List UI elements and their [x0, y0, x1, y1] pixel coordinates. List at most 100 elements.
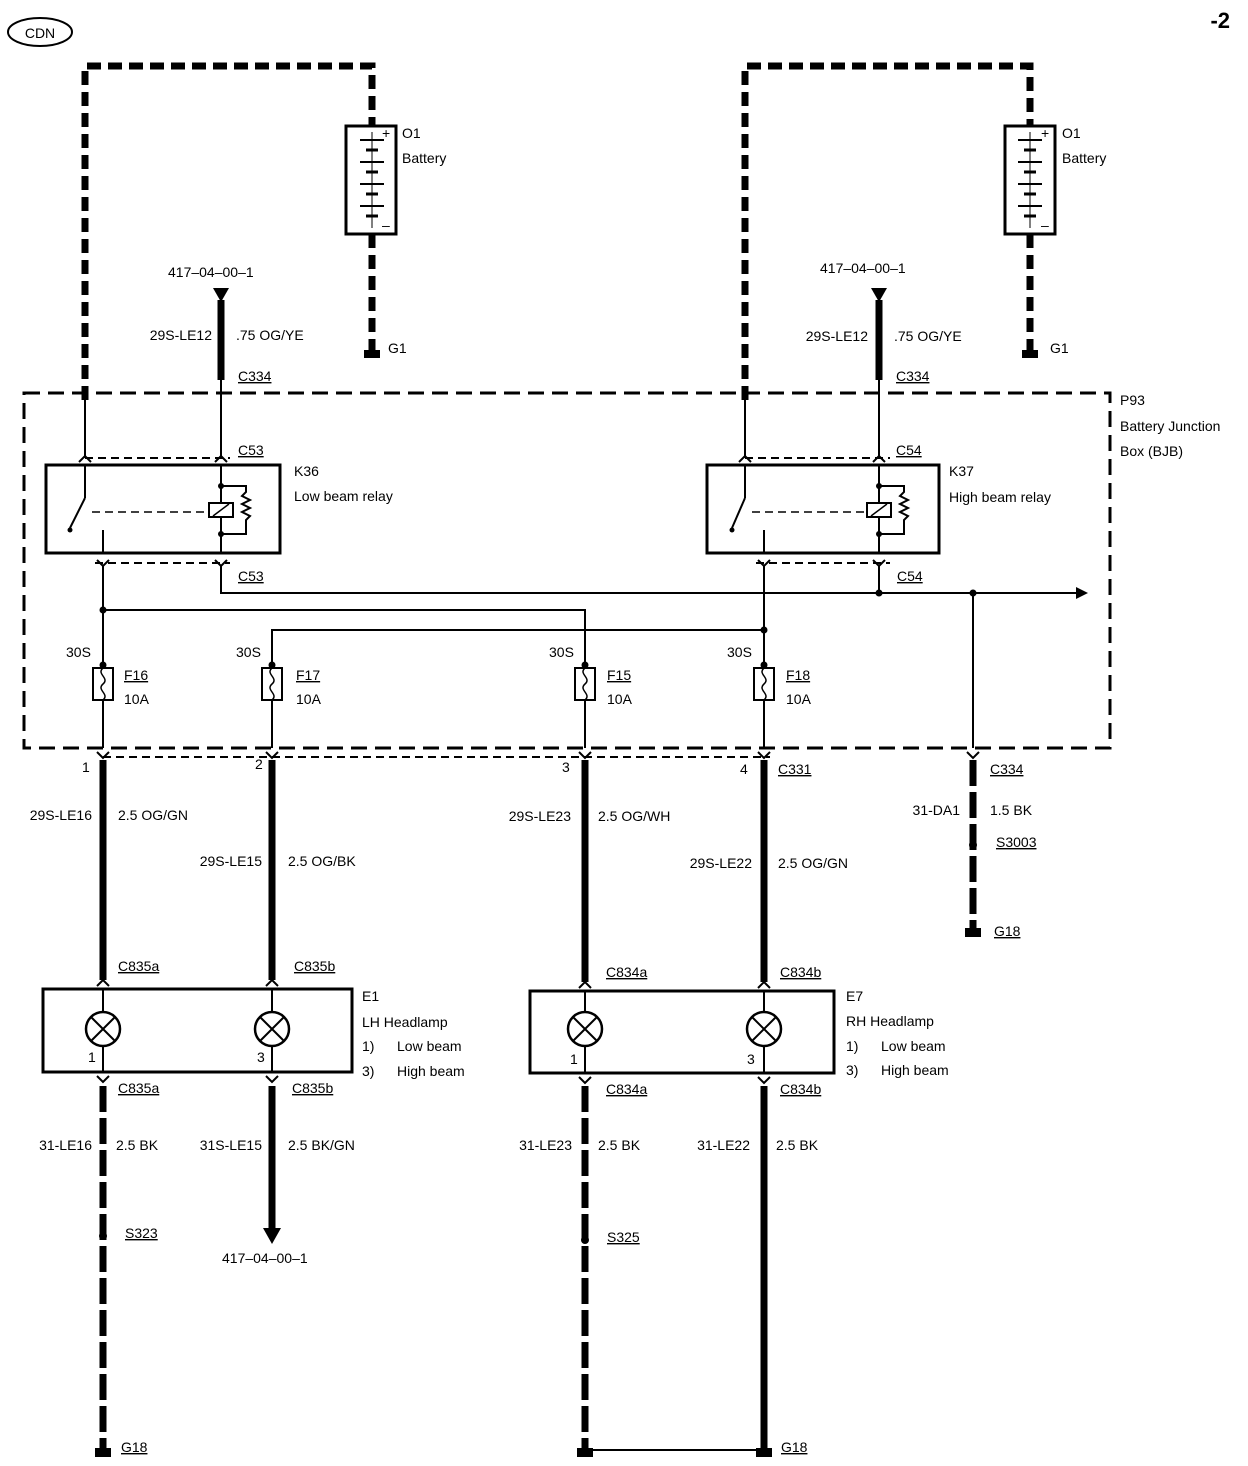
c53-top-chevrons [78, 454, 228, 463]
lh-item2-num: 3) [362, 1063, 374, 1079]
fuse-f15 [574, 661, 596, 748]
feed-right-wire-label: .75 OG/YE [894, 328, 962, 344]
svg-text:–: – [382, 217, 390, 233]
fuse-f15-rating: 10A [607, 691, 633, 707]
wire-29s-le15-circuit: 29S-LE15 [200, 853, 262, 869]
wire-29s-le16-spec: 2.5 OG/GN [118, 807, 188, 823]
conn-c835b-bottom: C835b [292, 1080, 333, 1096]
bjb-line2: Box (BJB) [1120, 443, 1183, 459]
battery-feed-left [81, 62, 376, 458]
rh-item2-num: 3) [846, 1062, 858, 1078]
battery-feed-right [741, 62, 1034, 458]
wire-31-le23-spec: 2.5 BK [598, 1137, 641, 1153]
battery-right-name: Battery [1062, 150, 1106, 166]
relay-low-conn-top: C53 [238, 442, 264, 458]
wire-29s-le16-circuit: 29S-LE16 [30, 807, 92, 823]
fuse-f18-id: F18 [786, 667, 810, 683]
wire-29s-le23-spec: 2.5 OG/WH [598, 808, 670, 824]
feed-right-connector: C334 [896, 368, 930, 384]
feed-left-circuit: 29S-LE12 [150, 327, 212, 343]
bjb-id: P93 [1120, 392, 1145, 408]
bjb-outline [22, 391, 1112, 750]
splice-s323: S323 [125, 1225, 158, 1241]
fuse-f18-rating: 10A [786, 691, 812, 707]
bulb-icon [566, 1010, 604, 1048]
relay-low-conn-bottom: C53 [238, 568, 264, 584]
conn-c834a-top: C834a [606, 964, 647, 980]
relay-low-name: Low beam relay [294, 488, 393, 504]
ground-branch-wire-label: 1.5 BK [990, 802, 1033, 818]
lower-ref: 417–04–00–1 [222, 1250, 308, 1266]
battery-left-id: O1 [402, 125, 421, 141]
ground-g18-right: G18 [781, 1439, 808, 1455]
wire-31s-le15-circuit: 31S-LE15 [200, 1137, 262, 1153]
fuse-f15-tag: 30S [549, 644, 574, 660]
fuse-f16-rating: 10A [124, 691, 150, 707]
rh-pin-a: 1 [570, 1051, 578, 1067]
c54-top-chevrons [738, 454, 886, 463]
battery-left-name: Battery [402, 150, 446, 166]
cdn-badge-text: CDN [25, 25, 55, 41]
page-suffix: -2 [1210, 8, 1230, 33]
relay-high-name: High beam relay [949, 489, 1051, 505]
relay-high-id: K37 [949, 463, 974, 479]
svg-text:–: – [1041, 217, 1049, 233]
fuse-f15-id: F15 [607, 667, 631, 683]
lh-item1: Low beam [397, 1038, 462, 1054]
lh-item2: High beam [397, 1063, 465, 1079]
bulb-icon [84, 1010, 122, 1048]
ground-symbol-g1-left [364, 350, 380, 358]
ground-g1-right-label: G1 [1050, 340, 1069, 356]
rh-item2: High beam [881, 1062, 949, 1078]
wire-31s-le15-spec: 2.5 BK/GN [288, 1137, 355, 1153]
rh-pin-b: 3 [747, 1051, 755, 1067]
rh-item1: Low beam [881, 1038, 946, 1054]
rh-headlamp-name: RH Headlamp [846, 1013, 934, 1029]
rh-headlamp-id: E7 [846, 988, 863, 1004]
wire-29s-le15-spec: 2.5 OG/BK [288, 853, 356, 869]
c331-label: C331 [778, 761, 812, 777]
svg-text:+: + [382, 125, 390, 141]
relay-high-conn-bottom: C54 [897, 568, 923, 584]
wire-29s-le22-circuit: 29S-LE22 [690, 855, 752, 871]
feed-left-wire [213, 288, 229, 458]
splice-s3003: S3003 [996, 834, 1037, 850]
lower-wires [95, 1086, 772, 1457]
bjb-junction-dots [99, 589, 977, 634]
cdn-badge: CDN [7, 17, 73, 47]
fuse-f16 [92, 661, 114, 748]
svg-text:+: + [1041, 125, 1049, 141]
bjb-internal-wiring [102, 566, 1080, 748]
wire-29s-le23-circuit: 29S-LE23 [509, 808, 571, 824]
conn-c835a-bottom: C835a [118, 1080, 159, 1096]
feed-left-ref: 417–04–00–1 [168, 264, 254, 280]
fuse-f16-id: F16 [124, 667, 148, 683]
lh-headlamp-id: E1 [362, 988, 379, 1004]
conn-c834a-bottom: C834a [606, 1081, 647, 1097]
ground-g18-left: G18 [121, 1439, 148, 1455]
relay-high-conn-top: C54 [896, 442, 922, 458]
conn-c834b-bottom: C834b [780, 1081, 821, 1097]
c331-chevrons [96, 751, 980, 760]
wire-29s-le22-spec: 2.5 OG/GN [778, 855, 848, 871]
wire-31-le23-circuit: 31-LE23 [519, 1137, 572, 1153]
bjb-line1: Battery Junction [1120, 418, 1220, 434]
fuse-f18-tag: 30S [727, 644, 752, 660]
fuse-f17-id: F17 [296, 667, 320, 683]
relay-low-beam [44, 463, 282, 555]
feed-right-ref: 417–04–00–1 [820, 260, 906, 276]
battery-left: + – [344, 124, 398, 236]
fuse-f16-tag: 30S [66, 644, 91, 660]
feed-left-wire-label: .75 OG/YE [236, 327, 304, 343]
upper-wires [99, 760, 768, 982]
battery-right-id: O1 [1062, 125, 1081, 141]
wire-31-le22-circuit: 31-LE22 [697, 1137, 750, 1153]
lh-pin-b: 3 [257, 1049, 265, 1065]
rh-item1-num: 1) [846, 1038, 858, 1054]
ground-branch-connector: C334 [990, 761, 1024, 777]
ground-branch-circuit: 31-DA1 [913, 802, 961, 818]
relay-high-beam [705, 463, 941, 555]
splice-s325: S325 [607, 1229, 640, 1245]
fuse-f17-tag: 30S [236, 644, 261, 660]
lamp-bottom-chevrons [96, 1075, 771, 1085]
